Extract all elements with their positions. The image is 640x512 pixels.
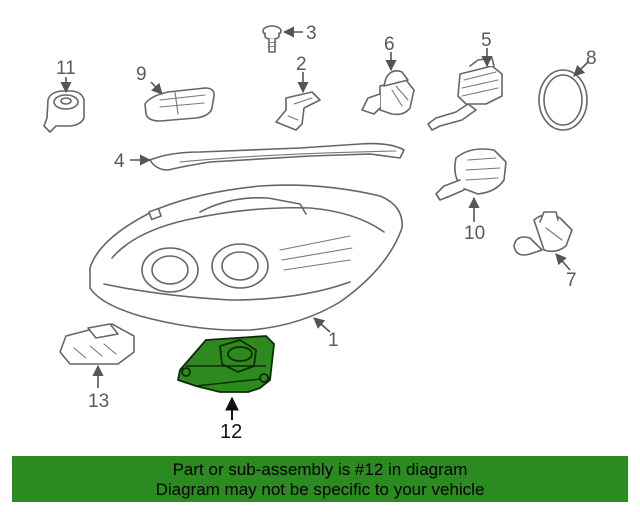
banner-line-1: Part or sub-assembly is #12 in diagram bbox=[172, 460, 468, 479]
callout-5: 5 bbox=[481, 30, 492, 51]
part-13-module bbox=[59, 323, 135, 388]
callout-6: 6 bbox=[384, 34, 395, 55]
callout-12: 12 bbox=[220, 421, 242, 443]
callout-10: 10 bbox=[464, 223, 485, 244]
callout-11: 11 bbox=[56, 58, 76, 79]
parts-diagram: 3 11 9 2 6 5 8 4 10 7 1 13 12 bbox=[43, 23, 597, 443]
part-6-bulb bbox=[361, 52, 415, 116]
part-11-actuator bbox=[43, 77, 85, 133]
callout-9: 9 bbox=[136, 64, 147, 85]
info-banner: Part or sub-assembly is #12 in diagram D… bbox=[12, 456, 628, 502]
part-3-screw bbox=[262, 25, 303, 53]
part-8-seal-ring bbox=[538, 61, 589, 131]
callout-7: 7 bbox=[566, 270, 577, 291]
callout-13: 13 bbox=[88, 391, 109, 412]
banner-line-2: Diagram may not be specific to your vehi… bbox=[155, 480, 485, 499]
part-2-bracket bbox=[275, 72, 321, 131]
callout-1: 1 bbox=[328, 330, 339, 351]
callout-2: 2 bbox=[296, 54, 307, 75]
part-4-gasket bbox=[130, 142, 405, 171]
part-5-hid-bulb bbox=[427, 48, 503, 131]
part-12-ballast bbox=[177, 335, 275, 420]
callout-4: 4 bbox=[114, 151, 125, 172]
part-1-headlamp bbox=[89, 184, 403, 333]
callout-3: 3 bbox=[306, 23, 317, 44]
part-7-small-bulb bbox=[513, 211, 573, 271]
callout-8: 8 bbox=[586, 48, 597, 69]
part-10-socket bbox=[435, 148, 507, 222]
part-9-cover bbox=[144, 81, 215, 122]
